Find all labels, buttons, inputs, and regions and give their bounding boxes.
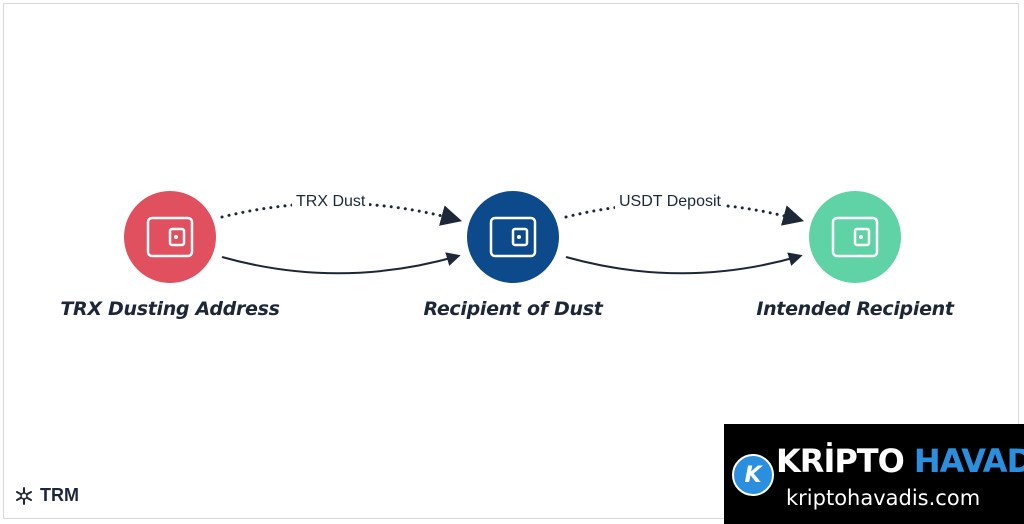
- watermark-word1: KRİPTO: [776, 442, 905, 480]
- brand-name: TRM: [40, 485, 79, 505]
- trm-asterisk-icon: [16, 486, 32, 505]
- edge-trx-solid: [221, 252, 461, 275]
- watermark-word2: HAVADİS: [913, 442, 1024, 480]
- edge-label-trx-dust: TRX Dust: [292, 193, 370, 211]
- node-label-intended-recipient: Intended Recipient: [756, 298, 954, 320]
- node-label-recipient-of-dust: Recipient of Dust: [423, 298, 603, 320]
- node-intended-recipient: [809, 191, 901, 283]
- node-label-dusting-address: TRX Dusting Address: [60, 298, 280, 320]
- edge-label-usdt-deposit: USDT Deposit: [615, 193, 725, 211]
- node-recipient-of-dust: [467, 191, 559, 283]
- trm-brand: TRM: [14, 485, 79, 506]
- wallet-icon: [146, 216, 194, 258]
- watermark-url: kriptohavadis.com: [786, 486, 981, 510]
- wallet-icon: [831, 216, 879, 258]
- edge-usdt-solid: [565, 252, 803, 275]
- wallet-icon: [489, 216, 537, 258]
- watermark-title: KRİPTOHAVADİS: [776, 442, 1024, 480]
- node-dusting-address: [124, 191, 216, 283]
- watermark-banner: K KRİPTOHAVADİS kriptohavadis.com: [724, 424, 1024, 524]
- watermark-logo: K: [732, 454, 774, 496]
- edge-usdt-deposit-dotted: [564, 201, 805, 226]
